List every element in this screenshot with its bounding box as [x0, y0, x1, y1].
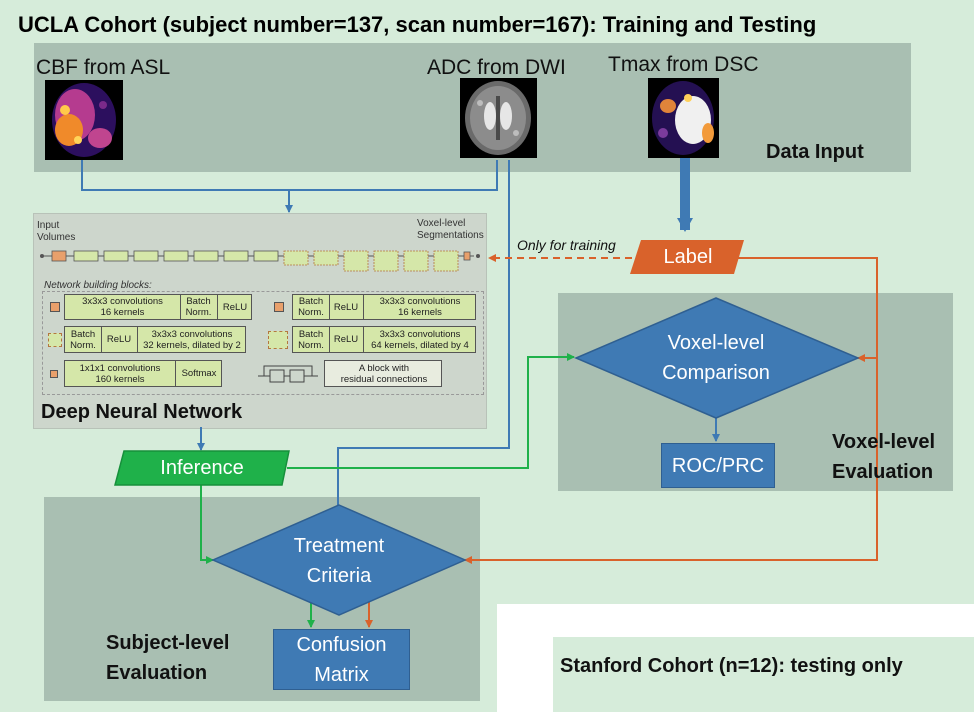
treatment-diamond-shape: [211, 504, 467, 616]
b4-line2: Norm.: [298, 339, 324, 351]
neural-network-figure: Input Volumes Voxel-level Segmentations …: [33, 213, 487, 429]
voxel-comparison-line1: Voxel-level: [667, 332, 765, 354]
b5-line1: 1x1x1 convolutions: [79, 362, 161, 374]
subject-eval-line2: Evaluation: [106, 662, 208, 684]
b1-line4: Norm.: [185, 307, 212, 318]
b5-line3: Softmax: [181, 368, 217, 379]
label-box-text: Label: [663, 246, 713, 268]
subject-eval-label: Subject-level Evaluation: [106, 628, 229, 688]
stanford-label: Stanford Cohort (n=12): testing only: [560, 655, 903, 677]
nn-output-label-1: Voxel-level: [417, 218, 466, 229]
voxel-eval-line1: Voxel-level: [832, 431, 936, 453]
voxel-comparison-line2: Comparison: [662, 362, 770, 384]
nn-pipeline: [40, 250, 480, 272]
b1-line2: 16 kernels: [100, 307, 145, 318]
b4-line4: 3x3x3 convolutions: [379, 328, 461, 340]
b6-line2: residual connections: [340, 373, 428, 385]
block-icon-4: [268, 331, 288, 349]
nn-input-label-2: Volumes: [37, 232, 76, 243]
comparison-diamond-shape: [574, 297, 860, 419]
adc-scan-image: [460, 78, 537, 158]
nn-output-label-2: Segmentations: [417, 230, 484, 241]
adc-label: ADC from DWI: [427, 56, 566, 79]
b2-line4: 3x3x3 convolutions: [379, 296, 461, 307]
b2-line5: 16 kernels: [398, 307, 442, 318]
treatment-criteria-text: Treatment Criteria: [249, 531, 429, 591]
nn-blocks-title: Network building blocks:: [44, 280, 152, 291]
subject-eval-line1: Subject-level: [106, 632, 230, 654]
block-icon-3: [48, 333, 62, 347]
b4-line3: ReLU: [333, 334, 359, 345]
b2-line3: ReLU: [333, 301, 359, 313]
b1-line3: Batch: [186, 296, 211, 307]
voxel-eval-label: Voxel-level Evaluation: [832, 427, 935, 487]
residual-icon: [258, 365, 318, 383]
b1-line1: 3x3x3 convolutions: [82, 296, 163, 307]
inference-box-text: Inference: [160, 457, 244, 479]
confusion-matrix-box: Confusion Matrix: [273, 629, 410, 690]
b3-line3: ReLU: [106, 334, 132, 345]
roc-prc-box: ROC/PRC: [661, 443, 775, 488]
diagram-title: UCLA Cohort (subject number=137, scan nu…: [18, 12, 817, 37]
cbf-label: CBF from ASL: [36, 56, 171, 79]
block-icon-5: [50, 370, 58, 378]
b6-line1: A block with: [358, 362, 410, 374]
confusion-matrix-line1: Confusion: [296, 633, 387, 656]
treatment-criteria-line1: Treatment: [293, 535, 385, 557]
b5-line2: 160 kernels: [95, 373, 145, 385]
data-input-section-label: Data Input: [766, 141, 864, 163]
b4-line1: Batch: [298, 328, 324, 340]
block-icon-1: [50, 302, 60, 312]
b3-line2: Norm.: [70, 339, 96, 351]
nn-input-label-1: Input: [37, 220, 60, 231]
stanford-panel: [553, 637, 974, 712]
b3-line4: 3x3x3 convolutions: [151, 328, 233, 340]
b3-line1: Batch: [70, 328, 96, 340]
confusion-matrix-line2: Matrix: [314, 663, 369, 686]
b4-line5: 64 kernels, dilated by 4: [371, 339, 469, 351]
nn-section-label: Deep Neural Network: [41, 401, 243, 423]
cbf-scan-image: [45, 80, 123, 160]
voxel-eval-line2: Evaluation: [832, 461, 934, 483]
treatment-criteria-line2: Criteria: [306, 565, 372, 587]
b2-line2: Norm.: [298, 307, 324, 318]
inference-box-shape: [114, 450, 290, 486]
voxel-comparison-text: Voxel-level Comparison: [596, 328, 836, 388]
only-for-training-label: Only for training: [517, 237, 616, 253]
label-box-shape: [630, 240, 744, 274]
block-icon-2: [274, 302, 284, 312]
tmax-scan-image: [648, 78, 719, 158]
b2-line1: Batch: [298, 296, 324, 307]
nn-blocks-legend: [42, 291, 484, 395]
tmax-label: Tmax from DSC: [608, 53, 759, 76]
b1-line5: ReLU: [222, 301, 248, 313]
b3-line5: 32 kernels, dilated by 2: [143, 339, 241, 351]
